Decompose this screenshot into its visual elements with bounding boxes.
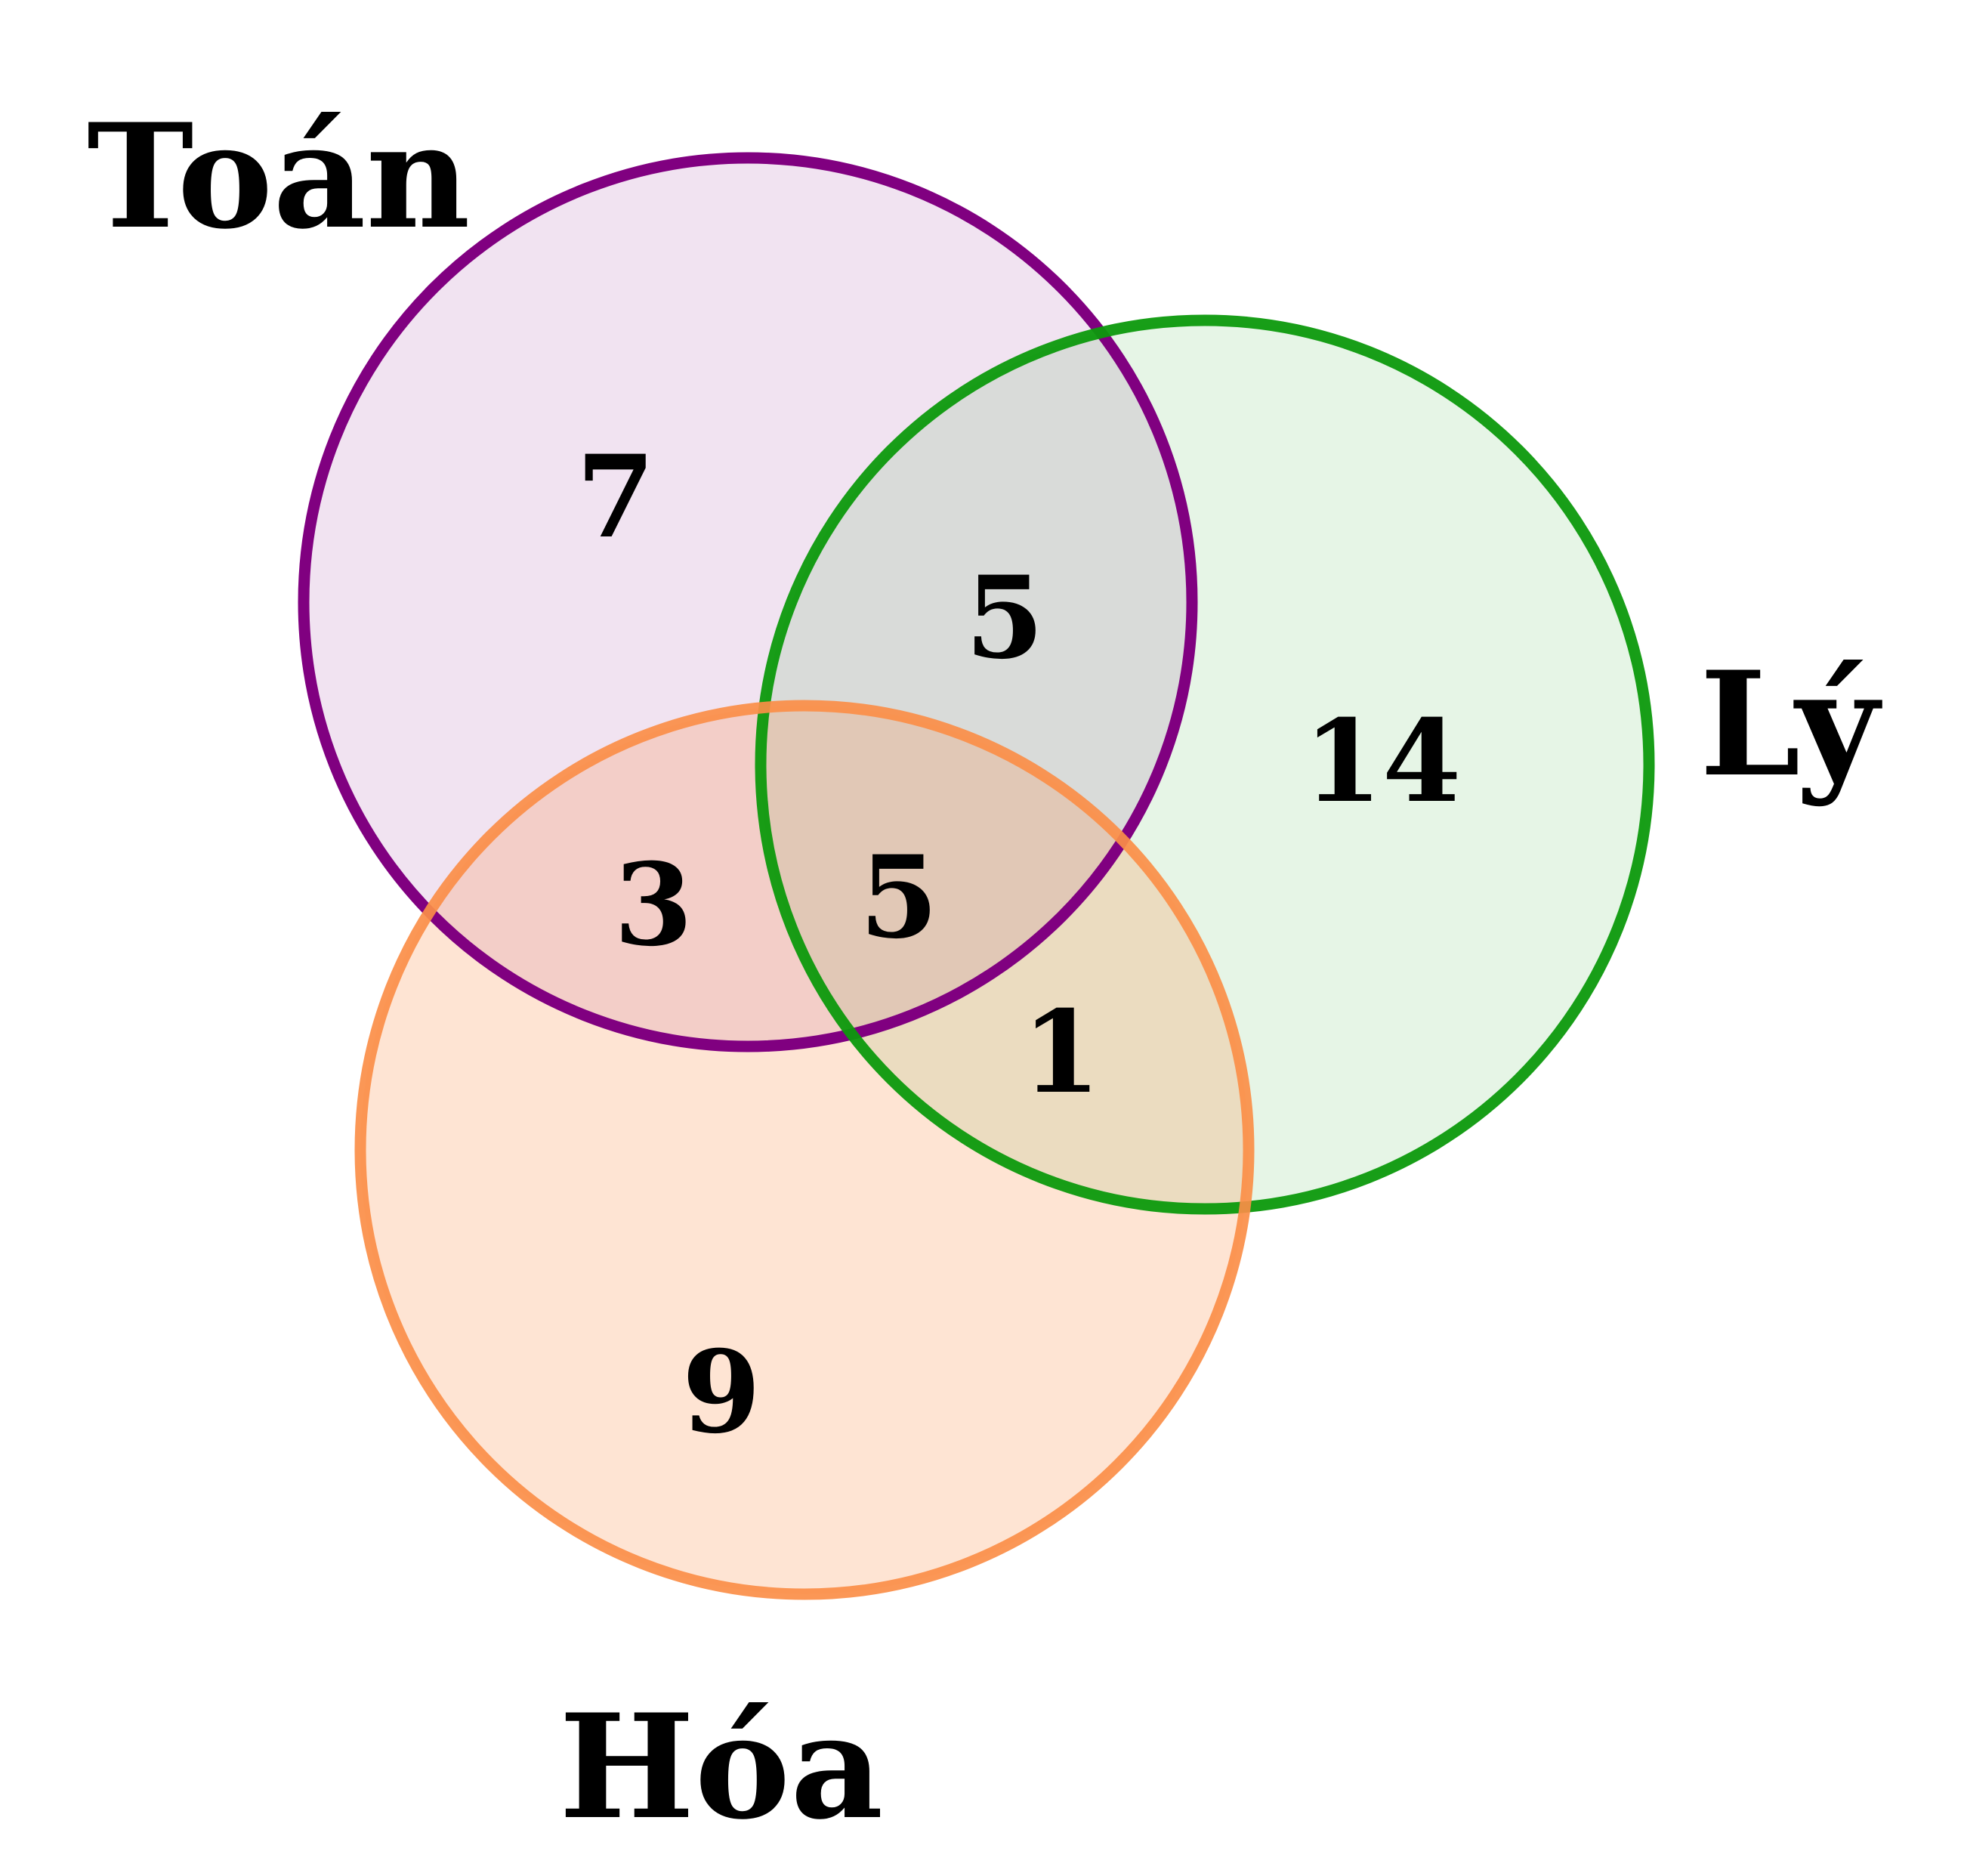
set-fills	[304, 158, 1649, 1594]
toan-set-outline	[298, 152, 1198, 1052]
ly-set-fill	[761, 320, 1649, 1209]
toan-only-count: 7	[576, 431, 655, 564]
hoa-set-fill	[360, 706, 1249, 1594]
ly-set-label: Lý	[1700, 640, 1882, 808]
toan-set-fill	[304, 158, 1192, 1046]
hoa-set-label: Hóa	[559, 1683, 883, 1851]
hoa-only-count: 9	[682, 1326, 761, 1459]
toan-set-label: Toán	[87, 92, 471, 261]
set-outlines	[298, 152, 1655, 1600]
set-labels: Toán Lý Hóa	[87, 92, 1882, 1851]
ly-set-outline	[755, 314, 1655, 1215]
toan-hoa-count: 3	[614, 839, 693, 972]
ly-hoa-count: 1	[1022, 986, 1101, 1119]
ly-only-count: 14	[1304, 695, 1462, 828]
toan-ly-hoa-count: 5	[860, 831, 938, 964]
toan-ly-count: 5	[965, 552, 1044, 685]
region-counts: 7 5 14 3 5 1 9	[576, 431, 1462, 1459]
hoa-set-outline	[354, 700, 1255, 1600]
